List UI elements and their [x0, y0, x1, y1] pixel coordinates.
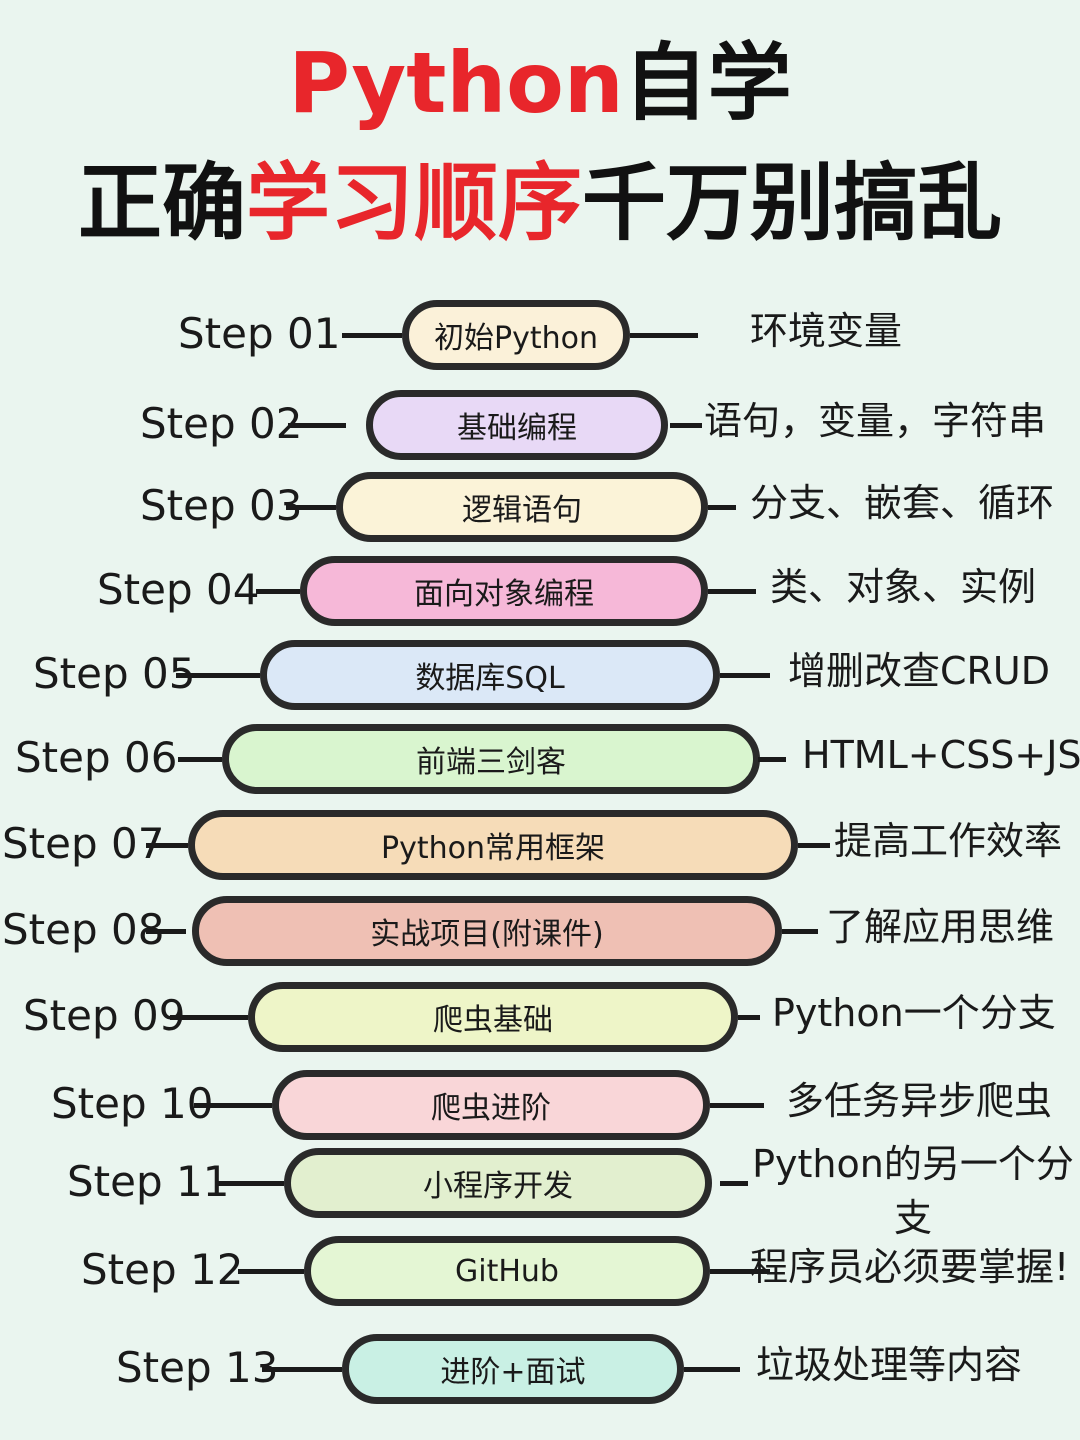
- step-connector-right-5: [720, 673, 770, 678]
- title-self-study: 自学: [623, 34, 792, 132]
- step-description-5: 增删改查CRUD: [788, 649, 1051, 693]
- step-description-9: Python一个分支: [772, 991, 1056, 1035]
- step-label-4: Step 04: [97, 565, 260, 614]
- title-block: Python自学 正确学习顺序千万别搞乱: [0, 0, 1080, 270]
- step-label-8: Step 08: [2, 905, 165, 954]
- step-label-10: Step 10: [51, 1079, 214, 1128]
- step-connector-left-4: [256, 589, 300, 594]
- step-connector-right-4: [708, 589, 756, 594]
- step-topic-pill-11: 小程序开发: [284, 1148, 712, 1218]
- step-connector-left-6: [178, 757, 222, 762]
- step-connector-left-3: [286, 505, 336, 510]
- step-description-11: Python的另一个分支: [752, 1142, 1074, 1240]
- step-label-13: Step 13: [116, 1343, 279, 1392]
- step-topic-pill-12: GitHub: [304, 1236, 710, 1306]
- step-connector-right-3: [708, 505, 736, 510]
- step-label-5: Step 05: [33, 649, 196, 698]
- title-dont-mess: 千万别搞乱: [582, 154, 1003, 252]
- step-connector-left-10: [194, 1103, 272, 1108]
- step-connector-right-1: [630, 333, 698, 338]
- step-description-6: HTML+CSS+JS: [802, 733, 1080, 777]
- step-description-10: 多任务异步爬虫: [786, 1079, 1053, 1123]
- step-topic-pill-9: 爬虫基础: [248, 982, 738, 1052]
- step-connector-right-13: [684, 1367, 740, 1372]
- title-correct: 正确: [77, 154, 246, 252]
- step-topic-pill-8: 实战项目(附课件): [192, 896, 782, 966]
- step-connector-left-7: [146, 843, 188, 848]
- step-connector-right-8: [782, 929, 818, 934]
- step-description-7: 提高工作效率: [834, 819, 1063, 863]
- title-python: Python: [288, 34, 624, 132]
- step-description-12: 程序员必须要掌握!: [750, 1245, 1070, 1289]
- step-description-13: 垃圾处理等内容: [756, 1343, 1023, 1387]
- step-connector-right-9: [738, 1015, 760, 1020]
- step-connector-left-8: [146, 929, 186, 934]
- step-connector-left-9: [170, 1015, 248, 1020]
- step-description-1: 环境变量: [750, 309, 903, 353]
- step-topic-pill-6: 前端三剑客: [222, 724, 760, 794]
- step-connector-right-10: [710, 1103, 764, 1108]
- title-line-2: 正确学习顺序千万别搞乱: [0, 148, 1080, 258]
- title-learning-order: 学习顺序: [245, 154, 582, 252]
- step-label-3: Step 03: [140, 481, 303, 530]
- step-topic-pill-5: 数据库SQL: [260, 640, 720, 710]
- step-label-9: Step 09: [23, 991, 186, 1040]
- step-topic-pill-10: 爬虫进阶: [272, 1070, 710, 1140]
- step-connector-left-1: [342, 333, 402, 338]
- step-description-2: 语句，变量，字符串: [704, 399, 1047, 443]
- step-description-4: 类、对象、实例: [770, 565, 1037, 609]
- step-topic-pill-3: 逻辑语句: [336, 472, 708, 542]
- step-description-8: 了解应用思维: [826, 905, 1055, 949]
- title-line-1: Python自学: [0, 28, 1080, 138]
- step-topic-pill-1: 初始Python: [402, 300, 630, 370]
- step-connector-right-6: [758, 757, 786, 762]
- step-description-3: 分支、嵌套、循环: [750, 481, 1055, 525]
- step-topic-pill-2: 基础编程: [366, 390, 668, 460]
- step-connector-right-11: [720, 1181, 748, 1186]
- step-label-11: Step 11: [67, 1157, 230, 1206]
- step-topic-pill-7: Python常用框架: [188, 810, 798, 880]
- step-label-6: Step 06: [15, 733, 178, 782]
- step-connector-left-5: [176, 673, 260, 678]
- step-connector-left-12: [238, 1269, 304, 1274]
- step-label-7: Step 07: [2, 819, 165, 868]
- step-label-2: Step 02: [140, 399, 303, 448]
- step-connector-left-11: [216, 1181, 284, 1186]
- step-connector-left-13: [262, 1367, 342, 1372]
- step-label-1: Step 01: [178, 309, 341, 358]
- step-connector-right-7: [798, 843, 830, 848]
- step-topic-pill-4: 面向对象编程: [300, 556, 708, 626]
- step-topic-pill-13: 进阶+面试: [342, 1334, 684, 1404]
- step-connector-right-2: [670, 423, 702, 428]
- step-connector-right-12: [710, 1269, 770, 1274]
- step-label-12: Step 12: [81, 1245, 244, 1294]
- step-connector-left-2: [288, 423, 346, 428]
